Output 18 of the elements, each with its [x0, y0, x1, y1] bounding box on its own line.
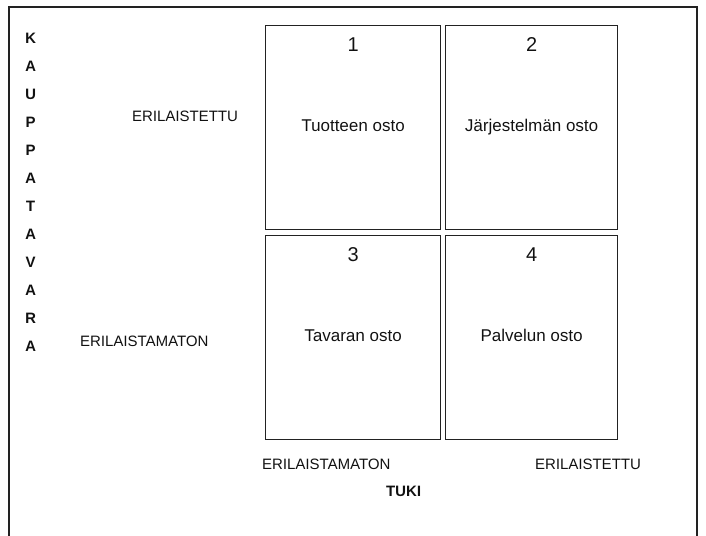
- quadrant-box: [445, 235, 618, 440]
- quadrant-box: [445, 25, 618, 230]
- quadrant-title: Tavaran osto: [303, 326, 403, 346]
- quadrant-box: [265, 235, 441, 440]
- quadrant-number: 1: [346, 34, 360, 57]
- quadrant-box: [265, 25, 441, 230]
- axis-level-label: ERILAISTETTU: [535, 456, 641, 473]
- quadrant-number: 2: [524, 34, 538, 57]
- axis-level-label: ERILAISTETTU: [132, 108, 238, 125]
- quadrant-title: Järjestelmän osto: [464, 116, 600, 136]
- quadrant-number: 3: [346, 244, 360, 267]
- quadrant-title: Palvelun osto: [479, 326, 584, 346]
- quadrant-title: Tuotteen osto: [300, 116, 406, 136]
- vertical-axis-title: KAUPPATAVARA: [22, 30, 39, 366]
- axis-level-label: ERILAISTAMATON: [262, 456, 390, 473]
- horizontal-axis-title: TUKI: [386, 483, 421, 500]
- quadrant-number: 4: [524, 244, 538, 267]
- axis-level-label: ERILAISTAMATON: [80, 333, 208, 350]
